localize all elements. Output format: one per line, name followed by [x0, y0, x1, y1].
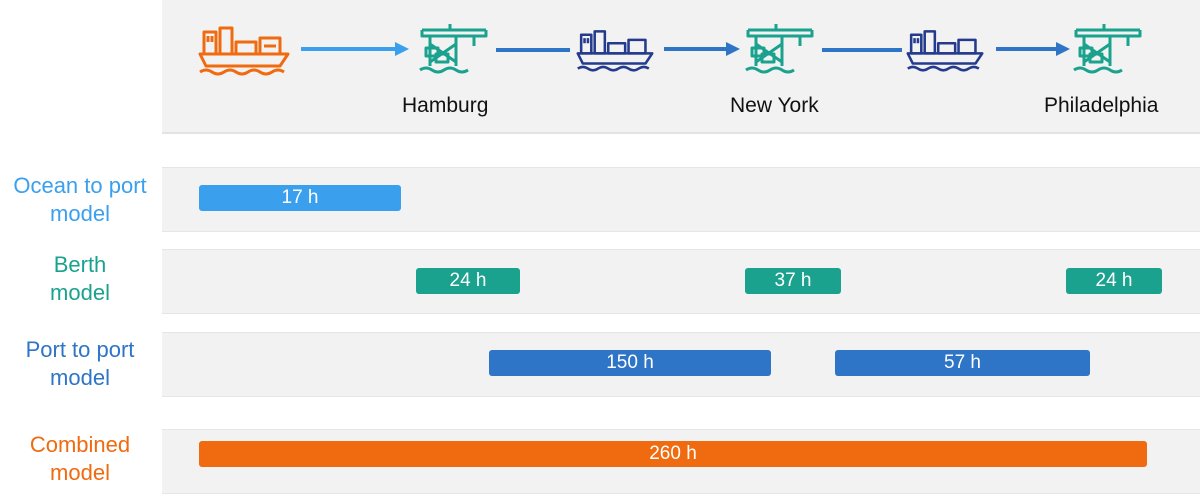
row-label-berth: Berth model	[50, 252, 110, 305]
route-panel: Hamburg New York Philadelphia	[162, 0, 1200, 134]
port-to-port-bar-1: 150 h	[489, 350, 771, 376]
arrow-icon	[664, 42, 740, 56]
arrow-icon	[301, 42, 409, 56]
ocean-to-port-bar: 17 h	[199, 185, 401, 211]
connector-line	[496, 48, 570, 52]
berth-bar-new-york: 37 h	[745, 268, 841, 294]
crane-icon	[745, 24, 814, 74]
berth-bar-hamburg: 24 h	[416, 268, 520, 294]
port-to-port-bar-2: 57 h	[835, 350, 1090, 376]
city-label-hamburg: Hamburg	[402, 94, 489, 117]
row-label-combined: Combined model	[29, 432, 131, 485]
berth-row	[162, 249, 1200, 314]
ship-icon	[198, 26, 290, 76]
row-label-ocean-to-port: Ocean to port model	[13, 173, 147, 226]
combined-bar: 260 h	[199, 441, 1147, 467]
crane-icon	[1073, 24, 1142, 74]
crane-icon	[419, 24, 488, 74]
city-label-new-york: New York	[730, 94, 819, 117]
row-label-port-to-port: Port to port model	[25, 337, 135, 390]
connector-line	[822, 48, 902, 52]
arrow-icon	[996, 42, 1070, 56]
city-label-philadelphia: Philadelphia	[1044, 94, 1159, 117]
ship-icon	[576, 30, 654, 72]
ocean-to-port-row	[162, 167, 1200, 232]
ship-icon	[906, 30, 984, 72]
berth-bar-philadelphia: 24 h	[1066, 268, 1162, 294]
